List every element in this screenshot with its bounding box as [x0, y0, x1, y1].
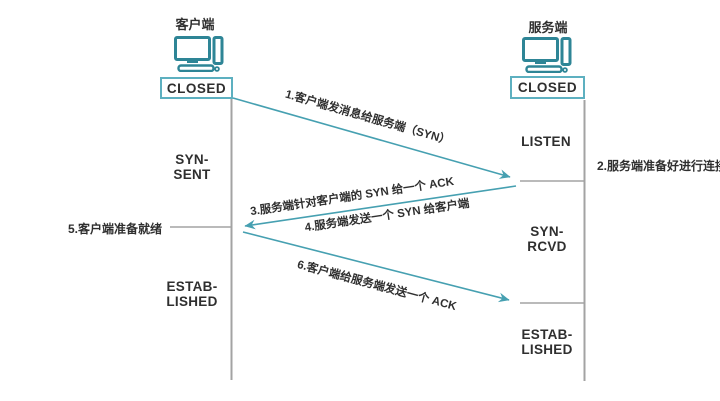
server-ready-note: 2.服务端准备好进行连接: [597, 159, 720, 173]
client-state-closed: CLOSED: [160, 77, 233, 99]
server-state-established: ESTAB- LISHED: [521, 327, 573, 357]
arrow-syn-to-server: [232, 97, 511, 179]
server-computer-icon: [522, 37, 572, 73]
server-state-listen: LISTEN: [521, 134, 571, 149]
client-state-syn-sent: SYN- SENT: [173, 152, 211, 182]
server-title: 服务端: [528, 20, 568, 35]
server-state-closed: CLOSED: [510, 76, 585, 99]
arrow-ack-to-server: [242, 231, 510, 303]
arrow-synack-to-client: [244, 185, 517, 230]
server-state-syn-rcvd: SYN- RCVD: [527, 224, 567, 254]
client-ready-note: 5.客户端准备就绪: [68, 222, 163, 236]
client-title: 客户端: [175, 17, 215, 32]
client-state-established: ESTAB- LISHED: [166, 279, 218, 309]
client-computer-icon: [174, 36, 224, 72]
